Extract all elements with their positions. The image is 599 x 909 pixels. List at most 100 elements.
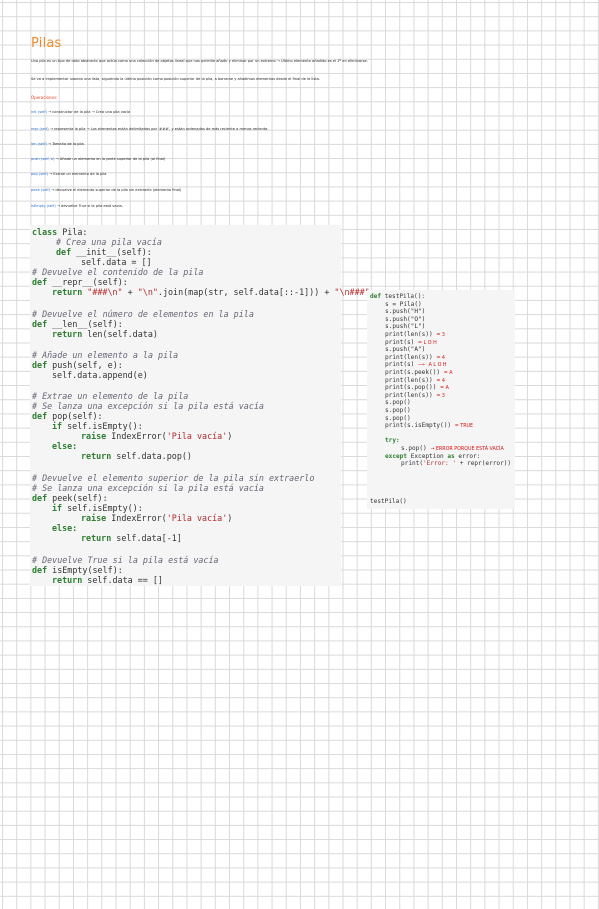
operation-desc: → Añade un elemento en la parte superior… [54, 157, 166, 161]
operation-name: pop (self) [31, 172, 49, 176]
code-keyword: def [32, 360, 48, 370]
code-text: s.push("A") [385, 346, 426, 354]
test-code-block: def testPila(): s = Pila() s.push("H") s… [367, 290, 515, 509]
page-title: Pilas [31, 36, 62, 51]
operation-item: isEmpty (self) → devuelve True si la pil… [31, 204, 123, 209]
operation-item: peek (self) → devuelve el elemento super… [31, 188, 181, 193]
operation-desc: → Extrae un elemento de la pila [48, 172, 107, 176]
code-comment: # Se lanza una excepción si la pila está… [32, 401, 264, 411]
operation-desc: → devuelve el elemento superior de la pi… [50, 188, 182, 192]
operation-item: repr (self) → representa la pila → Los e… [31, 127, 269, 132]
handwritten-note: = 4 [436, 355, 445, 361]
code-comment: # Se lanza una excepción si la pila está… [32, 483, 264, 493]
operation-name: len (self) [31, 142, 47, 146]
code-keyword: return [81, 451, 112, 461]
code-keyword: except [385, 452, 408, 460]
code-text: s.pop() [385, 414, 411, 422]
operations-heading: Operaciones: [31, 95, 58, 100]
code-text: peek(self): [47, 493, 108, 503]
code-text: testPila() [370, 498, 407, 505]
code-text: print(len(s)) [385, 376, 433, 384]
code-text: __init__(self): [71, 247, 152, 257]
code-string: "\n###" [334, 287, 370, 297]
code-keyword: def [32, 277, 48, 287]
code-text: print(len(s)) [385, 353, 433, 361]
code-text: IndexError( [106, 431, 167, 441]
operation-name: peek (self) [31, 188, 51, 192]
code-text: self.data[-1] [111, 533, 182, 543]
operation-item: pop (self) → Extrae un elemento de la pi… [31, 172, 107, 177]
code-text: ) [227, 513, 233, 523]
class-code-block: class Pila: # Crea una pila vacía def __… [30, 225, 370, 586]
code-comment: # Devuelve el elemento superior de la pi… [32, 473, 315, 483]
operation-name: repr (self) [31, 127, 49, 131]
intro-paragraph-2: Se va a implementar usando una lista, si… [31, 77, 321, 81]
handwritten-note: = 3 [436, 393, 445, 399]
code-text: push(self, e): [47, 360, 123, 370]
code-keyword: raise [81, 513, 107, 523]
code-text: error: [454, 452, 481, 460]
code-string: 'Error: ' [423, 460, 457, 468]
code-string: 'Pila vacía' [166, 431, 228, 441]
code-text: + repr(error)) [456, 460, 512, 468]
code-keyword: def [32, 565, 48, 575]
code-text: self.isEmpty(): [62, 421, 143, 431]
code-text: ) [227, 431, 233, 441]
code-comment: # Añade un elemento a la pila [32, 350, 179, 360]
code-keyword: else: [52, 441, 78, 451]
code-text: self.data.pop() [111, 451, 192, 461]
code-comment: # Devuelve el número de elementos en la … [32, 309, 254, 319]
arrow-icon: ⟶ [418, 363, 425, 369]
handwritten-note: A L O H [428, 363, 447, 369]
code-keyword: def [32, 493, 48, 503]
code-keyword: if [52, 503, 63, 513]
operation-desc: → constructor de la pila → Crea una pila… [46, 110, 131, 114]
code-text: __len__(self): [47, 319, 123, 329]
code-text: s.push("L") [385, 323, 426, 331]
code-text: Pila: [57, 227, 88, 237]
code-keyword: def [32, 319, 48, 329]
code-keyword: return [52, 329, 83, 339]
code-text: + [122, 287, 138, 297]
code-text: s.push("O") [385, 315, 426, 323]
code-keyword: as [447, 452, 455, 460]
code-keyword: return [81, 533, 112, 543]
code-comment: # Extrae un elemento de la pila [32, 391, 189, 401]
operation-name: init (self) [31, 110, 47, 114]
operation-desc: → Tamaño de la pila [46, 142, 84, 146]
code-keyword: raise [81, 431, 107, 441]
code-string: "\n" [137, 287, 158, 297]
code-keyword: class [32, 227, 58, 237]
handwritten-note: = L O H [418, 340, 437, 346]
code-text: print(len(s)) [385, 331, 433, 338]
code-string: 'Pila vacía' [166, 513, 228, 523]
operation-desc: → representa la pila → Los elementos est… [48, 127, 269, 131]
code-text: len(self.data) [82, 329, 158, 339]
code-text: print(s.isEmpty()) [385, 422, 452, 430]
code-text: print(s) [385, 361, 415, 369]
handwritten-note: = 4 [436, 378, 445, 384]
code-text: testPila(): [381, 293, 426, 300]
operation-item: init (self) → constructor de la pila → C… [31, 110, 130, 115]
code-text: self.data.append(e) [52, 370, 148, 380]
code-text: .join(map(str, self.data[::-1])) + [157, 287, 335, 297]
code-text: self.data == [] [82, 575, 163, 585]
operation-item: push (self, e) → Añade un elemento en la… [31, 157, 165, 162]
code-text: print(s.pop()) [385, 384, 437, 392]
operation-name: push (self, e) [31, 157, 55, 161]
code-keyword: return [52, 287, 83, 297]
code-text: s.pop() [385, 399, 411, 407]
code-string: "###\n" [82, 287, 123, 297]
code-keyword: if [52, 421, 63, 431]
code-text: print(s.peek()) [385, 369, 441, 376]
operation-desc: → devuelve True si la pila está vacía. [55, 204, 123, 208]
code-text: s = Pila() [385, 300, 422, 308]
code-text: print(len(s)) [385, 391, 433, 399]
code-text: s.pop() [401, 445, 427, 452]
code-keyword: try: [385, 437, 400, 445]
code-keyword: def [370, 293, 382, 300]
handwritten-note: = A [440, 386, 449, 392]
handwritten-note: = A [443, 371, 453, 376]
code-text: self.isEmpty(): [62, 503, 143, 513]
handwritten-note: → ERROR PORQUE ESTÁ VACÍA [430, 447, 504, 452]
